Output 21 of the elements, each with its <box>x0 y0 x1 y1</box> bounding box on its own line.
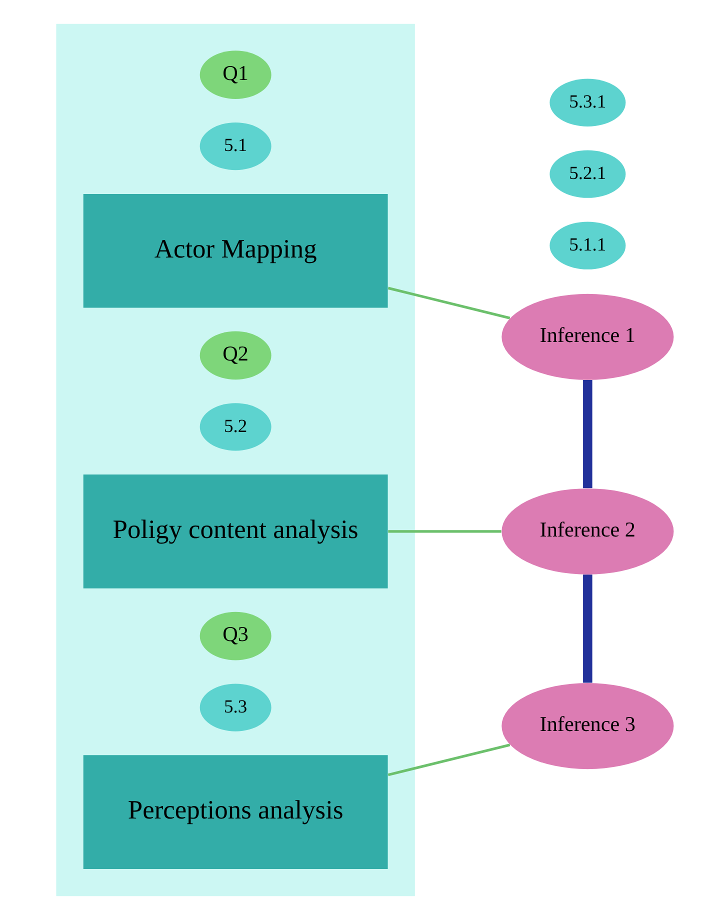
connector <box>388 286 510 320</box>
node-ellipse: 5.1 <box>200 122 272 170</box>
node-ellipse: Q1 <box>200 50 272 99</box>
cluster <box>56 24 415 896</box>
connector <box>388 530 502 533</box>
node-ellipse: Inference 2 <box>502 488 674 574</box>
node-ellipse: 5.2.1 <box>550 150 626 198</box>
node-ellipse: 5.2 <box>200 403 272 451</box>
node-ellipse: Inference 1 <box>502 294 674 380</box>
node-ellipse: 5.1.1 <box>550 222 626 270</box>
node-ellipse: 5.3 <box>200 684 272 732</box>
node-ellipse: Q3 <box>200 612 272 660</box>
connector <box>583 574 592 683</box>
node-box: Poligy content analysis <box>83 474 388 588</box>
node-box: Perceptions analysis <box>83 755 388 869</box>
node-ellipse: Inference 3 <box>502 683 674 770</box>
node-box: Actor Mapping <box>83 194 388 308</box>
connector <box>583 380 592 488</box>
node-ellipse: 5.3.1 <box>550 78 626 126</box>
node-ellipse: Q2 <box>200 331 272 380</box>
connector <box>388 744 510 776</box>
